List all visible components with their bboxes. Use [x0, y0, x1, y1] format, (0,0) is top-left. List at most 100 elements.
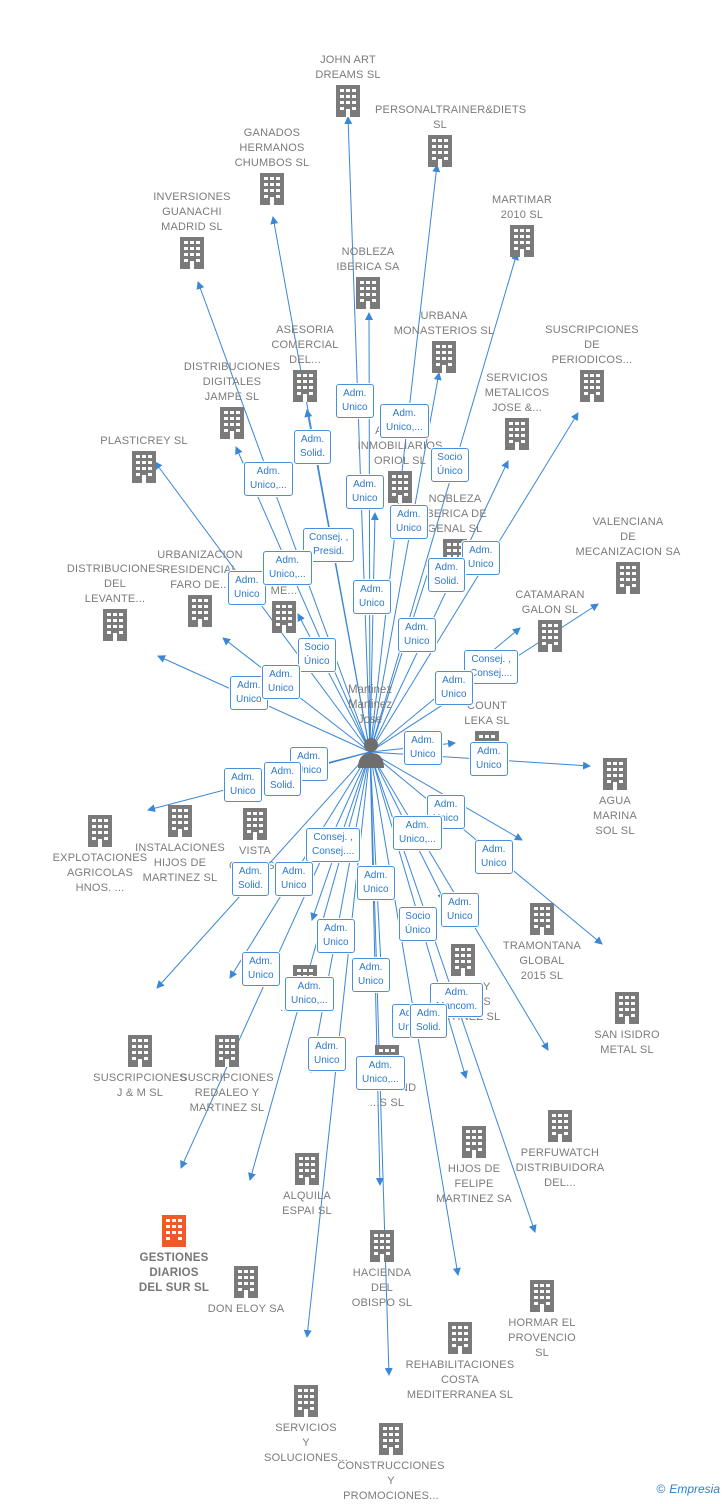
role-badge-r41[interactable]: Adm. Solid.: [410, 1004, 448, 1038]
role-badge-r22[interactable]: Adm. Unico: [224, 768, 262, 802]
company-label-n23[interactable]: EXPLOTACIONES AGRICOLAS HNOS. ...: [52, 852, 148, 894]
company-label-n34[interactable]: GESTIONES DIARIOS DEL SUR SL: [138, 1252, 210, 1294]
building-icon[interactable]: [615, 992, 639, 1024]
company-label-n15[interactable]: URBANIZACION RESIDENCIAL FARO DE...: [157, 549, 243, 591]
company-label-n3[interactable]: MARTIMAR 2010 SL: [491, 194, 553, 221]
company-label-n35[interactable]: DON ELOY SA: [207, 1303, 285, 1315]
building-icon[interactable]: [432, 341, 456, 373]
role-badge-r11[interactable]: Adm. Solid.: [428, 558, 466, 592]
role-badge-r23[interactable]: Adm. Solid.: [264, 762, 302, 796]
company-label-n8[interactable]: SUSCRIPCIONES DE PERIODICOS...: [545, 324, 639, 366]
company-label-n13[interactable]: NOBLEZA IBERICA DE GENAL SL: [423, 493, 487, 535]
building-icon[interactable]: [510, 225, 534, 257]
role-badge-r15[interactable]: Adm. Unico: [230, 676, 268, 710]
building-icon[interactable]: [451, 944, 475, 976]
role-badge-r27[interactable]: Consej. , Consej....: [306, 828, 361, 862]
building-icon[interactable]: [580, 370, 604, 402]
role-badge-r6[interactable]: Adm. Unico: [390, 505, 428, 539]
building-icon[interactable]: [530, 1280, 554, 1312]
building-icon[interactable]: [616, 562, 640, 594]
building-icon[interactable]: [132, 451, 156, 483]
role-badge-r9[interactable]: Adm. Unico,...: [263, 551, 312, 585]
role-badge-r31[interactable]: Adm. Unico: [441, 893, 479, 927]
role-badge-r26[interactable]: Adm. Unico: [475, 840, 513, 874]
role-badge-r34[interactable]: Adm. Unico: [242, 952, 280, 986]
role-badge-r14[interactable]: Socio Único: [298, 638, 336, 672]
role-badge-r16[interactable]: Adm. Unico: [262, 665, 300, 699]
role-badge-r18[interactable]: Adm. Unico: [435, 671, 473, 705]
building-icon[interactable]: [538, 620, 562, 652]
building-icon[interactable]: [336, 85, 360, 117]
role-badge-r2[interactable]: Adm. Solid.: [294, 430, 332, 464]
company-label-n14[interactable]: VALENCIANA DE MECANIZACION SA: [575, 516, 681, 558]
role-badge-r40[interactable]: Adm. Unico,...: [356, 1056, 405, 1090]
company-label-n32[interactable]: HIJOS DE FELIPE MARTINEZ SA: [436, 1163, 512, 1205]
building-icon[interactable]: [370, 1230, 394, 1262]
company-label-n39[interactable]: SERVICIOS Y SOLUCIONES...: [264, 1422, 348, 1464]
building-icon[interactable]: [548, 1110, 572, 1142]
company-label-n22[interactable]: INSTALACIONES HIJOS DE MARTINEZ SL: [135, 842, 225, 884]
building-icon[interactable]: [88, 815, 112, 847]
role-badge-r38[interactable]: Adm. Mancom.: [430, 983, 484, 1017]
building-icon[interactable]: [505, 418, 529, 450]
building-icon[interactable]: [272, 601, 296, 633]
building-icon[interactable]: [428, 135, 452, 167]
role-badge-r25[interactable]: Adm. Unico,...: [393, 816, 442, 850]
role-badge-r12[interactable]: Adm. Unico: [353, 580, 391, 614]
building-icon[interactable]: [188, 595, 212, 627]
role-badge-r8[interactable]: Adm. Unico: [228, 571, 266, 605]
building-icon[interactable]: [356, 277, 380, 309]
role-badge-r24[interactable]: Adm. Unico: [427, 795, 465, 829]
role-badge-r5[interactable]: Socio Único: [431, 448, 469, 482]
role-badge-r10[interactable]: Adm. Unico: [462, 541, 500, 575]
role-badge-r35[interactable]: Adm. Unico,...: [285, 977, 334, 1011]
company-label-n29[interactable]: SUSCRIPCIONES REDALEO Y MARTINEZ SL: [180, 1072, 274, 1114]
building-icon[interactable]: [295, 1153, 319, 1185]
company-label-n31[interactable]: PERFUWATCH DISTRIBUIDORA DEL...: [515, 1147, 605, 1189]
role-badge-r20[interactable]: Adm. Unico: [470, 742, 508, 776]
company-label-n10[interactable]: SERVICIOS METALICOS JOSE &...: [484, 372, 550, 414]
company-label-n5[interactable]: NOBLEZA IBERICA SA: [336, 246, 400, 273]
company-label-n36[interactable]: HACIENDA DEL OBISPO SL: [351, 1267, 413, 1309]
company-label-n6[interactable]: URBANA MONASTERIOS SL: [393, 310, 495, 337]
role-badge-r36[interactable]: Adm. Unico: [352, 958, 390, 992]
building-icon[interactable]: [180, 237, 204, 269]
company-label-n4[interactable]: INVERSIONES GUANACHI MADRID SL: [153, 191, 231, 233]
role-badge-r29[interactable]: Adm. Unico: [275, 862, 313, 896]
company-label-n7[interactable]: ASESORIA COMERCIAL DEL...: [271, 324, 339, 366]
role-badge-r17[interactable]: Consej. , Consej....: [464, 650, 519, 684]
company-label-n24[interactable]: TRAMONTANA GLOBAL 2015 SL: [502, 940, 582, 982]
building-icon[interactable]: [530, 903, 554, 935]
building-icon[interactable]: [103, 609, 127, 641]
company-label-n19[interactable]: COUNT LEKA SL: [464, 700, 510, 727]
company-label-n16[interactable]: ME...: [270, 585, 298, 597]
building-icon[interactable]: [128, 1035, 152, 1067]
center-person-name[interactable]: Martinez Martinez Jose: [347, 684, 393, 726]
company-label-n38[interactable]: REHABILITACIONES COSTA MEDITERRANEA SL: [405, 1359, 515, 1401]
person-icon[interactable]: [358, 738, 384, 768]
role-badge-r32[interactable]: Socio Único: [399, 907, 437, 941]
role-badge-r19[interactable]: Adm. Unico: [404, 731, 442, 765]
role-badge-r39[interactable]: Adm. Unico: [308, 1037, 346, 1071]
company-label-n33[interactable]: ALQUILA ESPAI SL: [282, 1190, 332, 1217]
building-icon[interactable]: [379, 1423, 403, 1455]
company-label-n1[interactable]: PERSONALTRAINER&DIETS SL: [375, 104, 527, 131]
building-icon[interactable]: [603, 758, 627, 790]
role-badge-r0[interactable]: Adm. Unico: [336, 384, 374, 418]
role-badge-r33[interactable]: Adm. Unico: [317, 919, 355, 953]
role-badge-r13[interactable]: Adm. Unico: [398, 618, 436, 652]
role-badge-r28[interactable]: Adm. Solid.: [232, 862, 270, 896]
building-icon[interactable]: [168, 805, 192, 837]
company-label-n17[interactable]: CATAMARAN GALON SL: [515, 589, 585, 616]
role-badge-r1[interactable]: Adm. Unico,...: [380, 404, 429, 438]
company-label-n37[interactable]: HORMAR EL PROVENCIO SL: [508, 1317, 576, 1359]
role-badge-r4[interactable]: Adm. Unico: [346, 475, 384, 509]
company-label-n25[interactable]: SAN ISIDRO METAL SL: [594, 1029, 660, 1056]
building-icon[interactable]: [462, 1126, 486, 1158]
company-label-n9[interactable]: DISTRIBUCIONES DIGITALES JAMPE SL: [183, 361, 281, 403]
company-label-n2[interactable]: GANADOS HERMANOS CHUMBOS SL: [234, 127, 310, 169]
company-label-n20[interactable]: AGUA MARINA SOL SL: [593, 795, 637, 837]
company-label-n0[interactable]: JOHN ART DREAMS SL: [315, 54, 381, 81]
building-icon[interactable]: [220, 407, 244, 439]
building-icon[interactable]: [215, 1035, 239, 1067]
